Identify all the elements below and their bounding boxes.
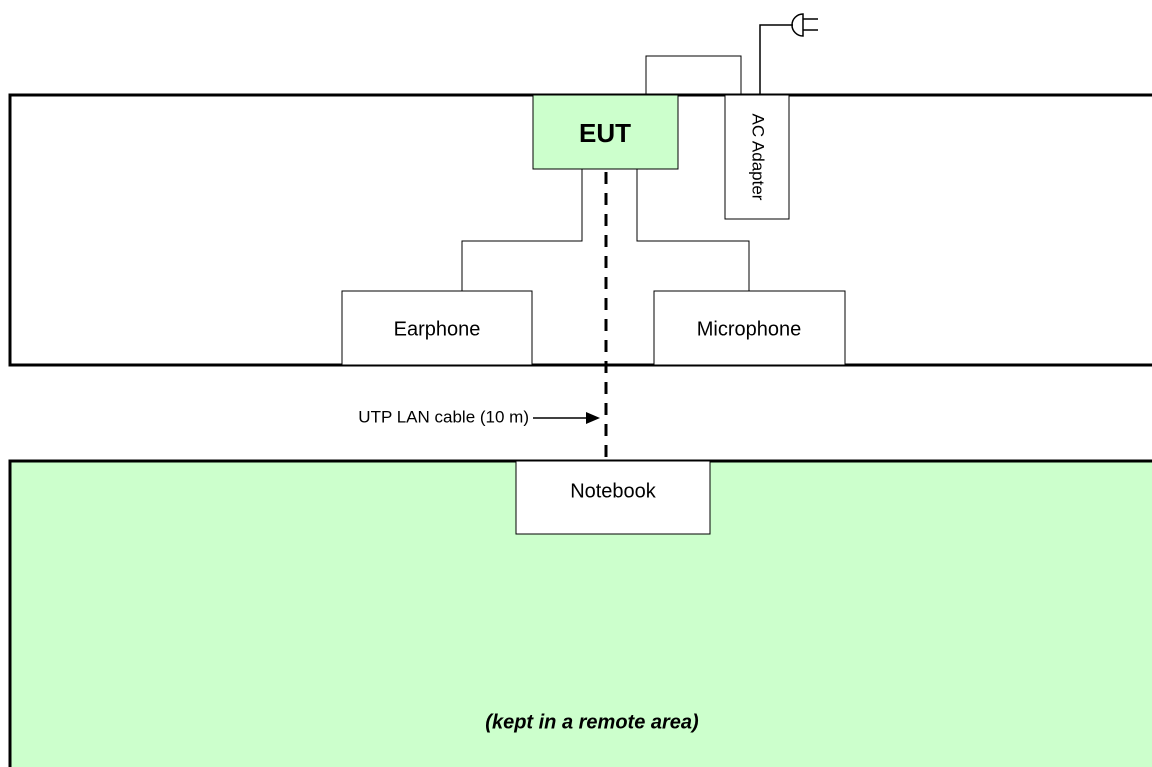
microphone-box xyxy=(653,290,846,366)
eut-label: EUT xyxy=(579,118,631,148)
earphone-label: Earphone xyxy=(394,318,481,340)
notebook-label: Notebook xyxy=(570,480,657,502)
earphone-box xyxy=(341,290,533,366)
ac-adapter-box xyxy=(724,94,790,220)
remote-area-caption: (kept in a remote area) xyxy=(485,711,699,733)
notebook-box xyxy=(515,460,711,535)
eut-ac-cable xyxy=(645,55,742,95)
eut-box xyxy=(532,94,679,170)
microphone-cable xyxy=(636,169,750,291)
microphone-label: Microphone xyxy=(697,318,802,340)
ac-power-cord xyxy=(759,24,793,95)
lan-cable-label: UTP LAN cable (10 m) xyxy=(358,407,529,426)
plug-icon xyxy=(791,13,818,37)
arrow-right-icon xyxy=(586,412,600,424)
ac-adapter-label: AC Adapter xyxy=(749,114,768,201)
earphone-cable xyxy=(461,169,583,291)
